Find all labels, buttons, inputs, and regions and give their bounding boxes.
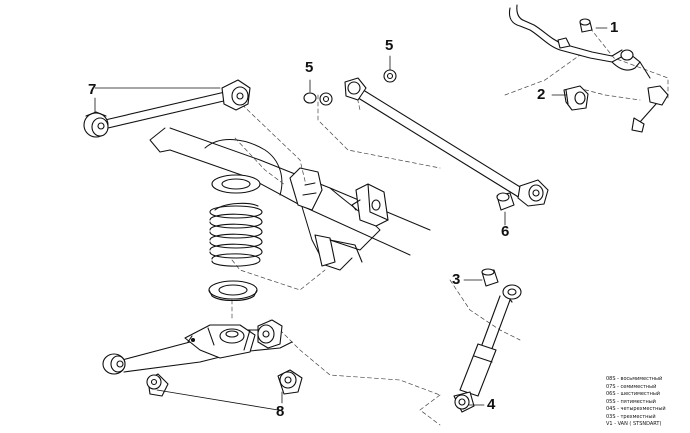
shock-absorber <box>453 284 522 413</box>
leader-lines <box>94 27 608 411</box>
coil-spring <box>209 174 263 267</box>
callout-8: 8 <box>276 403 285 420</box>
rod-bushing-right <box>383 69 397 83</box>
lateral-control-rod <box>344 77 549 207</box>
lower-arm-bushing-left <box>146 373 169 397</box>
callout-5-right: 5 <box>385 37 394 54</box>
bump-stop <box>351 183 389 227</box>
legend-row: V1 - VAN ( STSNDART) <box>606 421 662 427</box>
callout-6: 6 <box>501 223 510 240</box>
lower-arm-bushing-right <box>277 369 303 395</box>
legend-row: 05S - пятиместный <box>606 398 656 405</box>
callout-1: 1 <box>610 19 619 36</box>
shock-bushing <box>481 268 499 287</box>
lower-control-arm <box>102 319 293 375</box>
legend-row: 07S - семиместный <box>606 383 657 390</box>
lower-spring-seat <box>208 280 258 302</box>
rod-end-bushing <box>496 192 515 211</box>
upper-control-arm <box>83 79 251 138</box>
stabilizer-bushing-bracket <box>563 85 589 111</box>
callout-3: 3 <box>452 271 461 288</box>
rod-bushing-left <box>303 92 333 106</box>
legend-row: 03S - трехместный <box>606 413 656 420</box>
callout-2: 2 <box>537 86 546 103</box>
stabilizer-bar <box>508 4 669 133</box>
seat-configuration-legend: 08S - восьмиместный 07S - семиместный 06… <box>606 376 690 429</box>
legend-row: 08S - восьмиместный <box>606 376 663 382</box>
stabilizer-bushing-nut <box>579 18 593 33</box>
callout-4: 4 <box>487 396 496 413</box>
callout-5-left: 5 <box>305 59 314 76</box>
legend-row: 06S - шестиместный <box>606 391 661 397</box>
callout-7: 7 <box>88 81 97 98</box>
axle-housing <box>149 127 431 271</box>
guide-lines <box>231 27 669 426</box>
legend-row: 04S - четырехместный <box>606 406 666 412</box>
